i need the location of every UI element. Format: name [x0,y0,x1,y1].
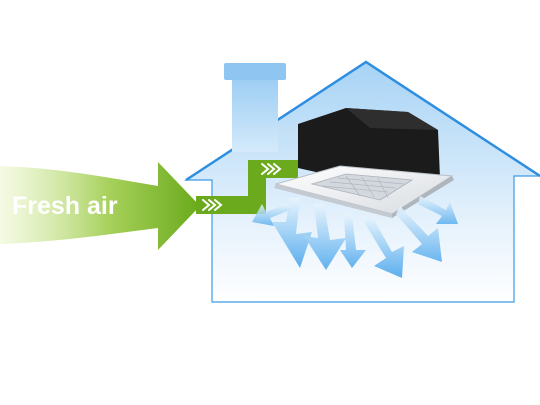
fresh-air-label: Fresh air [12,192,118,220]
arrow-icon [396,206,442,262]
air-streak-top [0,147,153,173]
double-chevron-right-icon [202,199,223,211]
arrow-icon [364,216,404,278]
chimney [224,63,286,152]
cassette-ac-unit [274,108,454,218]
unit-grille [310,173,414,201]
arrow-icon [304,204,346,270]
arrow-icon [252,204,290,226]
double-chevron-right-icon [261,163,282,175]
air-streak-lower [19,235,153,257]
airflow-arrows [252,196,458,278]
arrow-icon [272,198,312,268]
fresh-air-duct [196,160,298,214]
fresh-air-arrow-shape [0,162,200,250]
air-streak-bottom [0,237,153,271]
fresh-air-stream: Fresh air [0,147,298,271]
arrow-icon [340,214,366,268]
arrow-icon [418,196,458,224]
unit-body-shade [346,108,438,130]
